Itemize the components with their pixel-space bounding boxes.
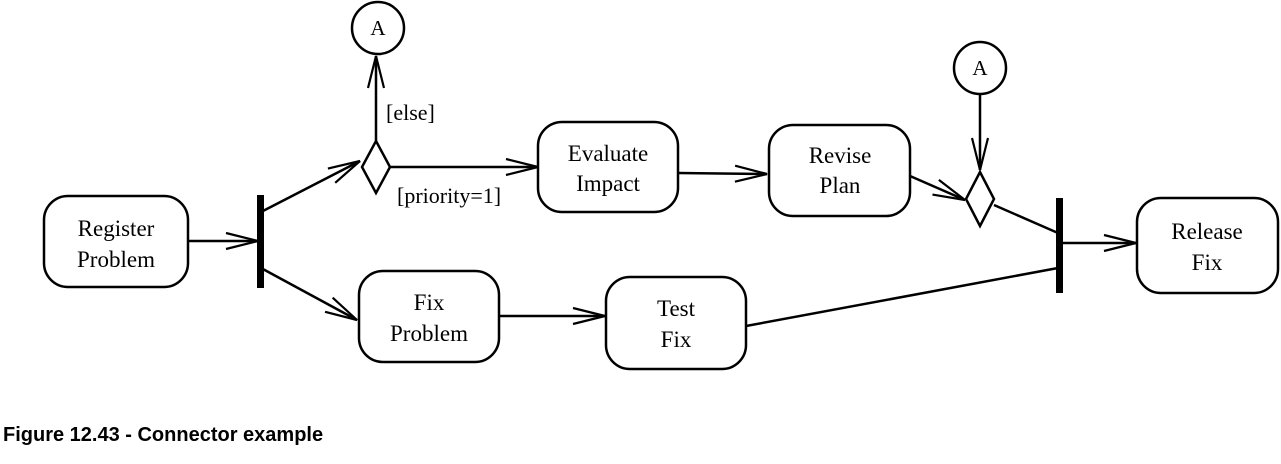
action-register-problem-line1: Register — [78, 216, 155, 241]
action-register-problem: Register Problem — [42, 194, 190, 289]
action-fix-problem-line2: Problem — [390, 321, 468, 346]
edge-fork-to-decision — [260, 159, 361, 214]
action-revise-plan: Revise Plan — [767, 123, 912, 218]
action-fix-problem-line1: Fix — [414, 290, 445, 315]
edges — [188, 55, 1137, 328]
action-evaluate-impact-line1: Evaluate — [568, 141, 648, 166]
action-release-fix-line2: Fix — [1192, 250, 1223, 275]
action-evaluate-impact-line2: Impact — [576, 171, 640, 196]
edge-fork-to-fix-problem — [260, 266, 358, 322]
figure-caption: Figure 12.43 - Connector example — [3, 424, 324, 446]
action-revise-plan-line2: Plan — [820, 173, 861, 198]
edge-revise-to-merge — [909, 174, 966, 202]
action-revise-plan-line1: Revise — [809, 143, 872, 168]
action-register-problem-line2: Problem — [77, 247, 155, 272]
merge-node — [964, 169, 996, 229]
action-test-fix-line2: Fix — [661, 327, 692, 352]
connector-a-outgoing-label: A — [370, 16, 386, 40]
connector-a-incoming-label: A — [972, 56, 988, 80]
edge-evaluate-to-revise — [677, 164, 768, 183]
join-bar — [1056, 198, 1063, 293]
action-release-fix: Release Fix — [1135, 196, 1280, 295]
guard-else: [else] — [386, 100, 435, 125]
connector-a-incoming: A — [952, 40, 1008, 96]
decision-node — [360, 138, 392, 196]
edge-test-to-join — [745, 266, 1059, 328]
guard-priority: [priority=1] — [397, 183, 501, 208]
fork-bar — [257, 195, 264, 288]
action-evaluate-impact: Evaluate Impact — [536, 120, 680, 214]
action-fix-problem: Fix Problem — [357, 269, 501, 364]
edge-merge-to-join — [993, 203, 1059, 235]
action-test-fix-line1: Test — [657, 296, 696, 321]
action-release-fix-line1: Release — [1171, 219, 1243, 244]
connector-a-outgoing: A — [350, 0, 406, 56]
action-test-fix: Test Fix — [604, 275, 748, 371]
